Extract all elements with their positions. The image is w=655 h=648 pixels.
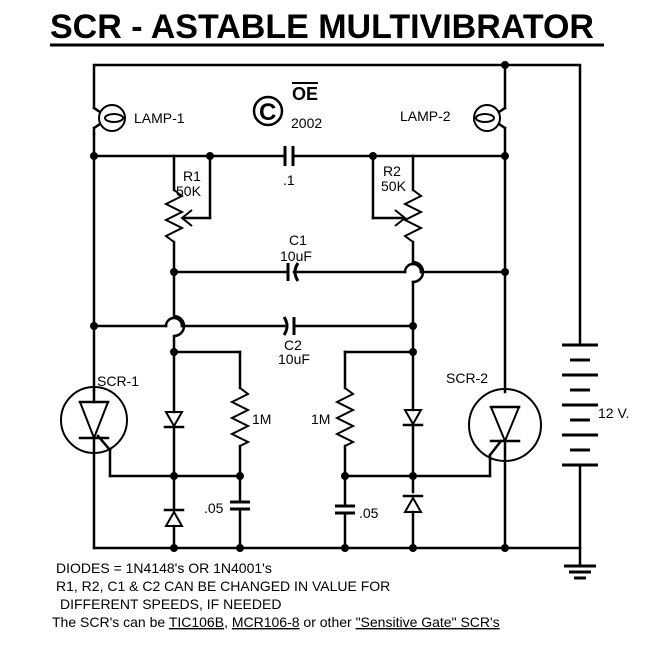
right-diode-upper	[402, 409, 424, 494]
lamp-2-label: LAMP-2	[400, 108, 451, 124]
left-1m-label: 1M	[252, 411, 271, 427]
note-tic106b: TIC106B	[169, 614, 224, 630]
left-diode-upper	[163, 411, 185, 512]
r1-potentiometer	[163, 154, 212, 274]
r1-value: 50K	[176, 183, 202, 199]
note-sensitive-gate: "Sensitive Gate" SCR's	[356, 614, 500, 630]
scr-2-label: SCR-2	[446, 370, 488, 386]
c2-value: 10uF	[278, 351, 310, 367]
copyright-mark: C OE 2002	[252, 82, 322, 131]
lamp-1-label: LAMP-1	[134, 110, 185, 126]
lamp-2	[473, 63, 507, 132]
lamp-1	[92, 104, 126, 136]
scr-1	[60, 386, 128, 550]
right-diode-lower	[402, 494, 424, 550]
note-speeds: DIFFERENT SPEEDS, IF NEEDED	[60, 596, 281, 612]
cap-top-label: .1	[283, 172, 295, 188]
left-diode-lower	[163, 508, 185, 550]
r2-name: R2	[383, 163, 401, 179]
c2-plate-a	[282, 316, 289, 336]
page-title: SCR - ASTABLE MULTIVIBRATOR	[50, 8, 594, 46]
c1-wire-hop	[403, 262, 423, 274]
c2-wire-hop	[164, 316, 184, 328]
left-cap-label: .05	[204, 500, 224, 516]
copyright-symbol: C	[259, 99, 276, 126]
note-values: R1, R2, C1 & C2 CAN BE CHANGED IN VALUE …	[56, 578, 390, 594]
r1-name: R1	[183, 168, 201, 184]
battery-12v	[562, 343, 598, 567]
right-cap-label: .05	[359, 505, 379, 521]
copyright-owner-mark: OE	[292, 84, 318, 104]
copyright-year: 2002	[291, 115, 322, 131]
note-scr-prefix: The SCR's can be	[52, 614, 169, 630]
c1-name: C1	[289, 232, 307, 248]
note-scr-types: The SCR's can be TIC106B, MCR106-8 or ot…	[52, 614, 500, 630]
c1-value: 10uF	[280, 248, 312, 264]
r2-potentiometer	[371, 154, 424, 264]
scr-2	[468, 388, 542, 550]
ground-symbol	[564, 564, 596, 580]
note-diodes: DIODES = 1N4148's OR 1N4001's	[56, 560, 272, 576]
left-1m-resistor	[229, 387, 251, 478]
top-rail-wire	[92, 63, 582, 347]
c2-name: C2	[284, 337, 302, 353]
left-gate-wire	[172, 270, 186, 414]
right-cap-005	[335, 474, 355, 550]
battery-label: 12 V.	[598, 405, 629, 421]
left-cap-005	[230, 474, 250, 550]
right-1m-label: 1M	[311, 411, 330, 427]
r2-value: 50K	[381, 178, 407, 194]
scr-1-label: SCR-1	[97, 373, 139, 389]
right-1m-resistor	[334, 387, 356, 478]
note-mcr106: MCR106-8	[232, 614, 300, 630]
